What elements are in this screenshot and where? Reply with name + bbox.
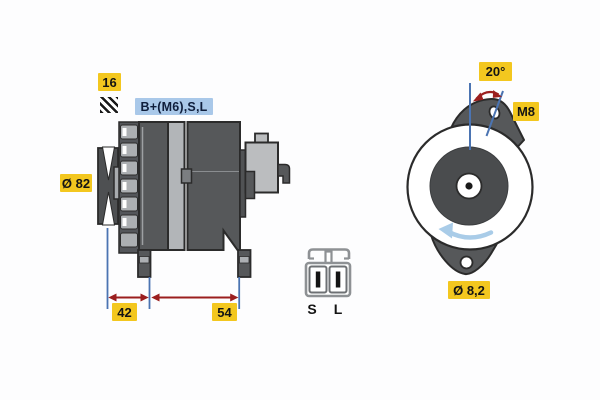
rear-housing [186,121,241,251]
mounting-foot-left [137,249,152,278]
dimension-arrow-42 [108,293,149,302]
angle-dimension-arrow [472,90,502,102]
thread-size-label: M8 [513,102,539,121]
connector-pin-l-label: L [333,301,343,317]
shaft-size-label: 16 [98,73,121,91]
stator-band [167,121,186,251]
pin-l-blade [335,271,341,288]
shaft-center-dot [465,182,473,190]
connector-detail-drawing [304,248,352,298]
dimension-arrow-54 [151,293,239,302]
rotation-direction-arrow [438,222,494,240]
dimension-extension-lines [106,228,241,309]
fan [118,121,140,254]
terminal-designation-label: B+(M6),S,L [135,98,213,115]
mount-hole-diameter-label: Ø 8,2 [448,281,490,299]
pin-s-blade [315,271,321,288]
dimension-54-label: 54 [212,303,237,321]
connector-pin-s-label: S [307,301,317,317]
regulator-block [239,132,291,218]
front-view-drawing [406,83,534,276]
pulley-diameter-label: Ø 82 [60,174,92,192]
side-view-drawing [97,121,291,309]
mounting-foot-right [237,249,252,278]
mounting-hole-bottom [459,255,474,270]
angle-dimension-lines [469,83,504,150]
mount-angle-label: 20° [479,62,512,81]
hatch-pattern-icon [100,97,118,113]
front-housing [138,121,169,251]
terminal-bridge [180,168,193,184]
dimension-42-label: 42 [112,303,137,321]
